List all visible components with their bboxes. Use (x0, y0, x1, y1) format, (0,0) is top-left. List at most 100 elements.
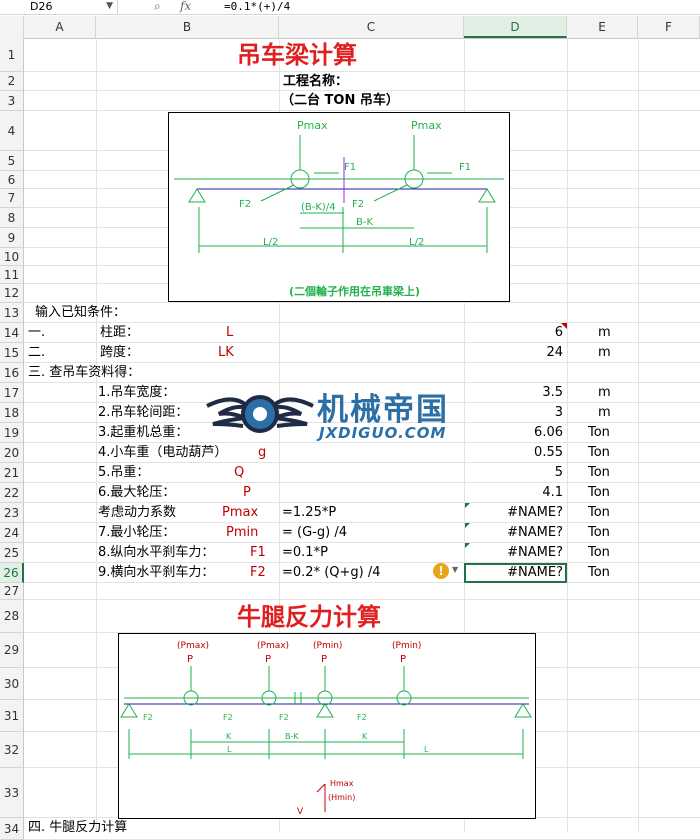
row-header-26[interactable]: 26 (0, 563, 24, 583)
row-header-15[interactable]: 15 (0, 343, 24, 363)
r22-label: 6.最大轮压： (98, 485, 176, 500)
chevron-down-icon[interactable]: ▼ (452, 565, 459, 574)
grid-line (24, 402, 700, 403)
r18-value[interactable]: 3 (554, 405, 563, 420)
grid-line (24, 562, 700, 563)
row-header-3[interactable]: 3 (0, 91, 24, 111)
r21-value[interactable]: 5 (554, 465, 563, 480)
row-header-33[interactable]: 33 (0, 768, 24, 818)
name-box[interactable]: D26 ▼ (0, 0, 118, 14)
row-header-8[interactable]: 8 (0, 208, 24, 228)
r20-value[interactable]: 0.55 (534, 445, 563, 460)
grid-line (24, 342, 700, 343)
row-header-28[interactable]: 28 (0, 600, 24, 633)
crane-subtitle: （二台 TON 吊车） (281, 93, 399, 108)
r19-value[interactable]: 6.06 (534, 425, 563, 440)
row-header-11[interactable]: 11 (0, 266, 24, 284)
error-indicator[interactable] (465, 503, 470, 508)
r17-value[interactable]: 3.5 (542, 385, 563, 400)
row-header-13[interactable]: 13 (0, 303, 24, 323)
grid-line (24, 442, 700, 443)
error-indicator[interactable] (465, 543, 470, 548)
row-header-4[interactable]: 4 (0, 111, 24, 151)
formula-input[interactable]: =0.1*(+)/4 (224, 0, 291, 13)
r21-label: 5.吊重： (98, 465, 150, 480)
diagram2-l-2: L (424, 745, 429, 754)
column-header-b[interactable]: B (96, 16, 279, 38)
grid-line (279, 38, 280, 832)
row-header-14[interactable]: 14 (0, 323, 24, 343)
error-indicator[interactable] (465, 523, 470, 528)
column-header-e[interactable]: E (567, 16, 638, 38)
row-header-25[interactable]: 25 (0, 543, 24, 563)
diagram1-f2-right: F2 (352, 199, 364, 210)
r24-value[interactable]: #NAME? (507, 525, 563, 540)
row-header-30[interactable]: 30 (0, 668, 24, 700)
r26-value[interactable]: #NAME? (507, 565, 563, 580)
diagram1-pmax-right: Pmax (411, 119, 442, 132)
fx-icon[interactable]: fx (180, 0, 192, 13)
diagram1-f1-left: F1 (344, 162, 356, 173)
r22-symbol: P (243, 485, 251, 500)
active-cell-selection[interactable] (464, 563, 567, 583)
select-all-corner[interactable] (0, 16, 24, 38)
zoom-icon[interactable]: ⌕ (154, 0, 161, 13)
column-header-d[interactable]: D (464, 16, 567, 38)
row-header-2[interactable]: 2 (0, 72, 24, 91)
r34-text: 四. 牛腿反力计算 (28, 820, 128, 835)
diagram1-caption: (二個輪子作用在吊車梁上) (289, 284, 420, 298)
row-header-9[interactable]: 9 (0, 228, 24, 248)
row-header-24[interactable]: 24 (0, 523, 24, 543)
r22-value[interactable]: 4.1 (542, 485, 563, 500)
grid-line (24, 502, 700, 503)
name-box-value: D26 (30, 0, 53, 13)
row-header-19[interactable]: 19 (0, 423, 24, 443)
r14-value[interactable]: 6 (554, 325, 563, 340)
row-header-27[interactable]: 27 (0, 583, 24, 600)
row-header-21[interactable]: 21 (0, 463, 24, 483)
row-header-6[interactable]: 6 (0, 171, 24, 189)
row-header-12[interactable]: 12 (0, 284, 24, 303)
crane-beam-diagram[interactable]: Pmax Pmax F1 F1 F2 F2 (B-K)/4 B-K L/2 L/… (168, 112, 510, 302)
row-header-18[interactable]: 18 (0, 403, 24, 423)
row-header-1[interactable]: 1 (0, 38, 24, 72)
grid-line (24, 362, 700, 363)
diagram2-p-4: P (400, 654, 406, 665)
row-header-20[interactable]: 20 (0, 443, 24, 463)
warning-icon[interactable]: ! (433, 563, 449, 579)
watermark: 机械帝国 JXDIGUO.COM (205, 378, 505, 448)
grid-line (24, 71, 700, 72)
r25-label: 8.纵向水平刹车力： (98, 545, 215, 560)
sheet-title: 吊车梁计算 (237, 40, 357, 69)
row-header-23[interactable]: 23 (0, 503, 24, 523)
watermark-text: 机械帝国 (317, 392, 449, 428)
r25-value[interactable]: #NAME? (507, 545, 563, 560)
diagram2-p-label-2: (Pmax) (257, 641, 289, 651)
column-header-c[interactable]: C (279, 16, 464, 38)
r14-unit: m (598, 325, 611, 340)
row-header-17[interactable]: 17 (0, 383, 24, 403)
row-header-10[interactable]: 10 (0, 248, 24, 266)
row-header-5[interactable]: 5 (0, 151, 24, 171)
comment-indicator[interactable] (561, 323, 567, 329)
chevron-down-icon[interactable]: ▼ (106, 1, 113, 11)
row-header-7[interactable]: 7 (0, 189, 24, 208)
r23-value[interactable]: #NAME? (507, 505, 563, 520)
row-header-31[interactable]: 31 (0, 700, 24, 732)
r24-symbol: Pmin (226, 525, 259, 540)
row-header-22[interactable]: 22 (0, 483, 24, 503)
diagram1-f2-left: F2 (239, 199, 251, 210)
diagram2-k-1: K (226, 732, 232, 741)
row-header-34[interactable]: 34 (0, 818, 24, 840)
row-header-29[interactable]: 29 (0, 633, 24, 668)
diagram2-p-3: P (321, 654, 327, 665)
r19-label: 3.起重机总重： (98, 425, 189, 440)
corbel-reaction-diagram[interactable]: (Pmax) (Pmax) (Pmin) (Pmin) P P P P F2 F… (118, 633, 536, 819)
column-header-a[interactable]: A (24, 16, 96, 38)
column-header-f[interactable]: F (638, 16, 700, 38)
input-header: 输入已知条件： (35, 305, 127, 320)
row-header-32[interactable]: 32 (0, 732, 24, 768)
r24-formula: = (G-g) /4 (282, 525, 347, 540)
row-header-16[interactable]: 16 (0, 363, 24, 383)
r15-value[interactable]: 24 (546, 345, 563, 360)
